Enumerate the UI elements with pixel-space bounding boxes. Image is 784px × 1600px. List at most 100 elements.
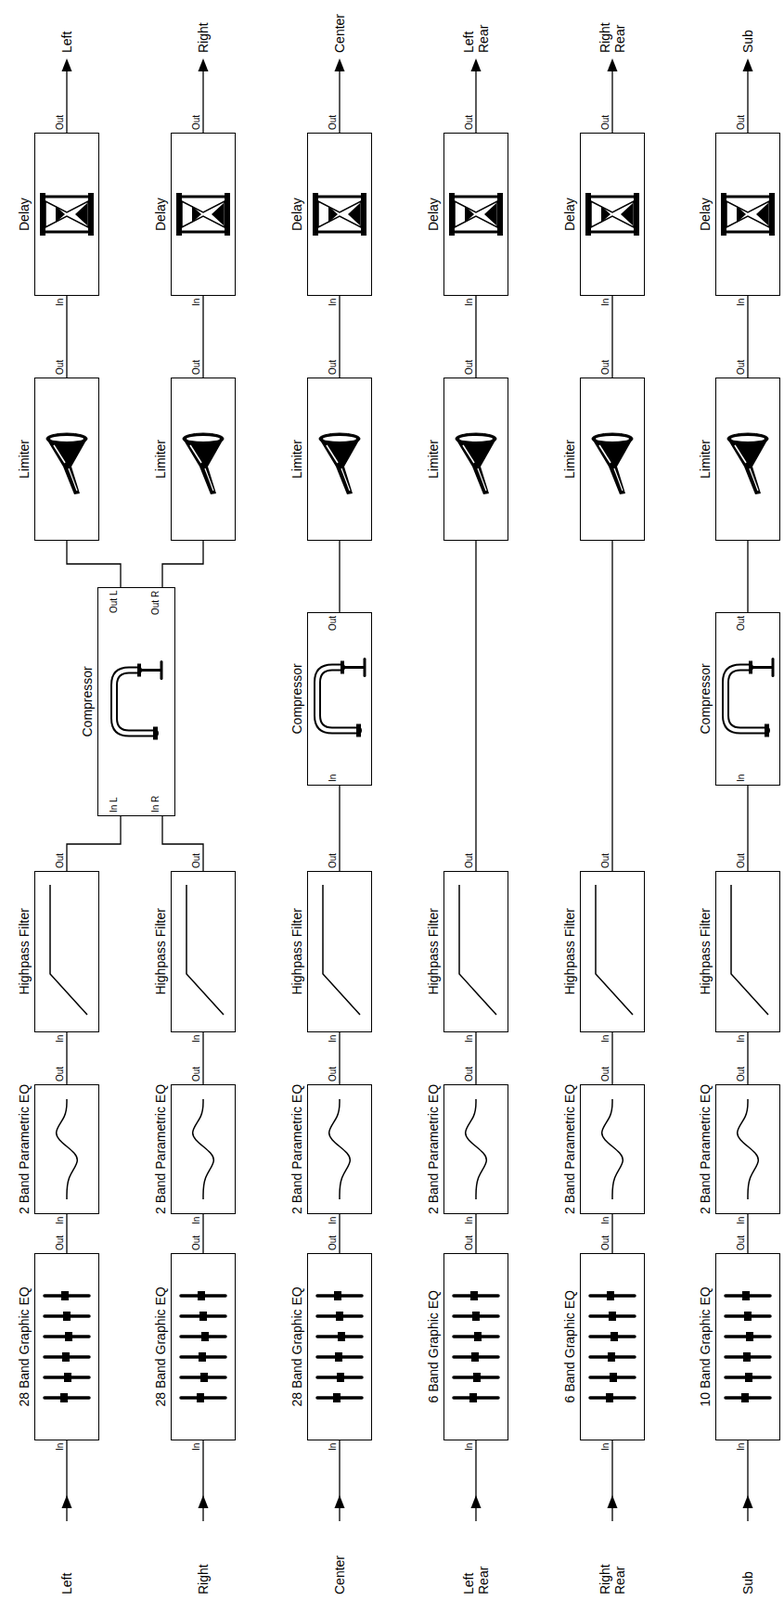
funnel-mouth [455,433,497,445]
port-label: In L [108,796,119,813]
graphic-eq-box: 10 Band Graphic EQ [715,1253,781,1441]
icon [35,1254,99,1440]
icon-art [50,885,88,1016]
input-wire [746,1440,748,1522]
port-label: In [191,1035,202,1043]
port-label: Out [54,359,65,375]
port-label: Out [191,853,202,869]
fader-knob [469,1393,477,1403]
limiter-box: Limiter [579,377,645,541]
port-label: Out [327,616,338,631]
funnel-mouth-inner [595,436,630,442]
eq-curve [56,1099,78,1200]
filter-curve [322,885,360,1016]
signal-wire [475,1032,476,1085]
icon-art [317,659,365,738]
icon-art [459,885,497,1016]
funnel-mouth-inner [459,436,493,442]
signal-wire [65,1032,67,1085]
icon [580,378,644,540]
parametric-eq-box: 2 Band Parametric EQ [443,1084,509,1215]
fader-knob [199,1311,207,1322]
parametric-eq-box: 2 Band Parametric EQ [170,1084,236,1215]
hourglass-post [317,195,362,199]
icon [444,1085,508,1214]
output-arrowhead [198,58,209,72]
box-heading: 2 Band Parametric EQ [425,1084,441,1215]
funnel-highlight [734,445,746,463]
input-arrowhead [607,1495,618,1509]
hourglass-glass [181,201,225,228]
hourglass-glass [454,201,498,228]
hourglass-cap [360,192,367,236]
icon [444,378,508,540]
icon-art [312,192,367,236]
port-label: In [600,1217,611,1225]
signal-wire [338,295,340,378]
output-wire [338,64,340,133]
fader-knob [60,1393,68,1403]
signal-wire [475,1214,476,1254]
icon [308,1254,372,1440]
fader-knob [745,1332,754,1342]
funnel-mouth-inner [50,436,84,442]
fader-knob [64,1332,73,1342]
port-label: In [191,1443,202,1452]
signal-wire [338,785,340,872]
icon [35,133,99,296]
icon-art [44,1291,90,1403]
hourglass-glass [45,201,89,228]
hourglass-post [44,195,90,199]
port-label: Out [600,1066,611,1082]
hourglass-cap [633,192,640,236]
signal-wire [611,1214,613,1254]
funnel-highlight [462,445,475,463]
fader-knob [606,1291,615,1301]
funnel-cone [455,438,497,495]
port-label: In [54,1443,65,1452]
port-label: In [54,298,65,307]
delay-box: Delay [715,132,781,296]
fader-knob [744,1311,752,1322]
icon-art [725,659,773,738]
eq-curve [602,1099,624,1200]
box-heading: 28 Band Graphic EQ [153,1286,168,1407]
limiter-box: Limiter [443,377,509,541]
signal-wire [66,816,121,872]
channel-name: Right Rear [597,22,628,53]
icon [716,613,780,785]
signal-wire [746,1032,748,1085]
hourglass-glass [591,201,634,228]
port-label: Out [327,359,338,375]
port-label: In [327,298,338,307]
icon [716,872,780,1032]
fader-knob [605,1393,614,1403]
input-arrowhead [743,1495,754,1509]
signal-wire [202,1214,204,1254]
funnel-cone [591,438,633,495]
clamp-frame [725,668,767,732]
icon-art [731,885,769,1016]
input-arrowhead [471,1495,482,1509]
output-wire [611,64,613,133]
funnel-highlight [341,468,350,491]
signal-wire [65,295,67,378]
port-label: In [735,298,746,307]
icon-art [591,433,633,495]
port-label: Out [54,1235,65,1251]
input-wire [202,1440,204,1522]
fader-knob [741,1393,749,1403]
icon [308,133,372,296]
icon-art [465,1099,488,1200]
signal-wire [338,1214,340,1254]
icon [35,378,99,540]
box-heading: 6 Band Graphic EQ [425,1290,441,1403]
icon [580,1254,644,1440]
signal-wire [338,1032,340,1085]
icon-art [176,192,231,236]
box-heading: 2 Band Parametric EQ [697,1084,713,1215]
clamp-screw [341,666,365,669]
input-wire [611,1440,613,1522]
fader-knob [470,1291,478,1301]
input-arrowhead [198,1495,209,1509]
